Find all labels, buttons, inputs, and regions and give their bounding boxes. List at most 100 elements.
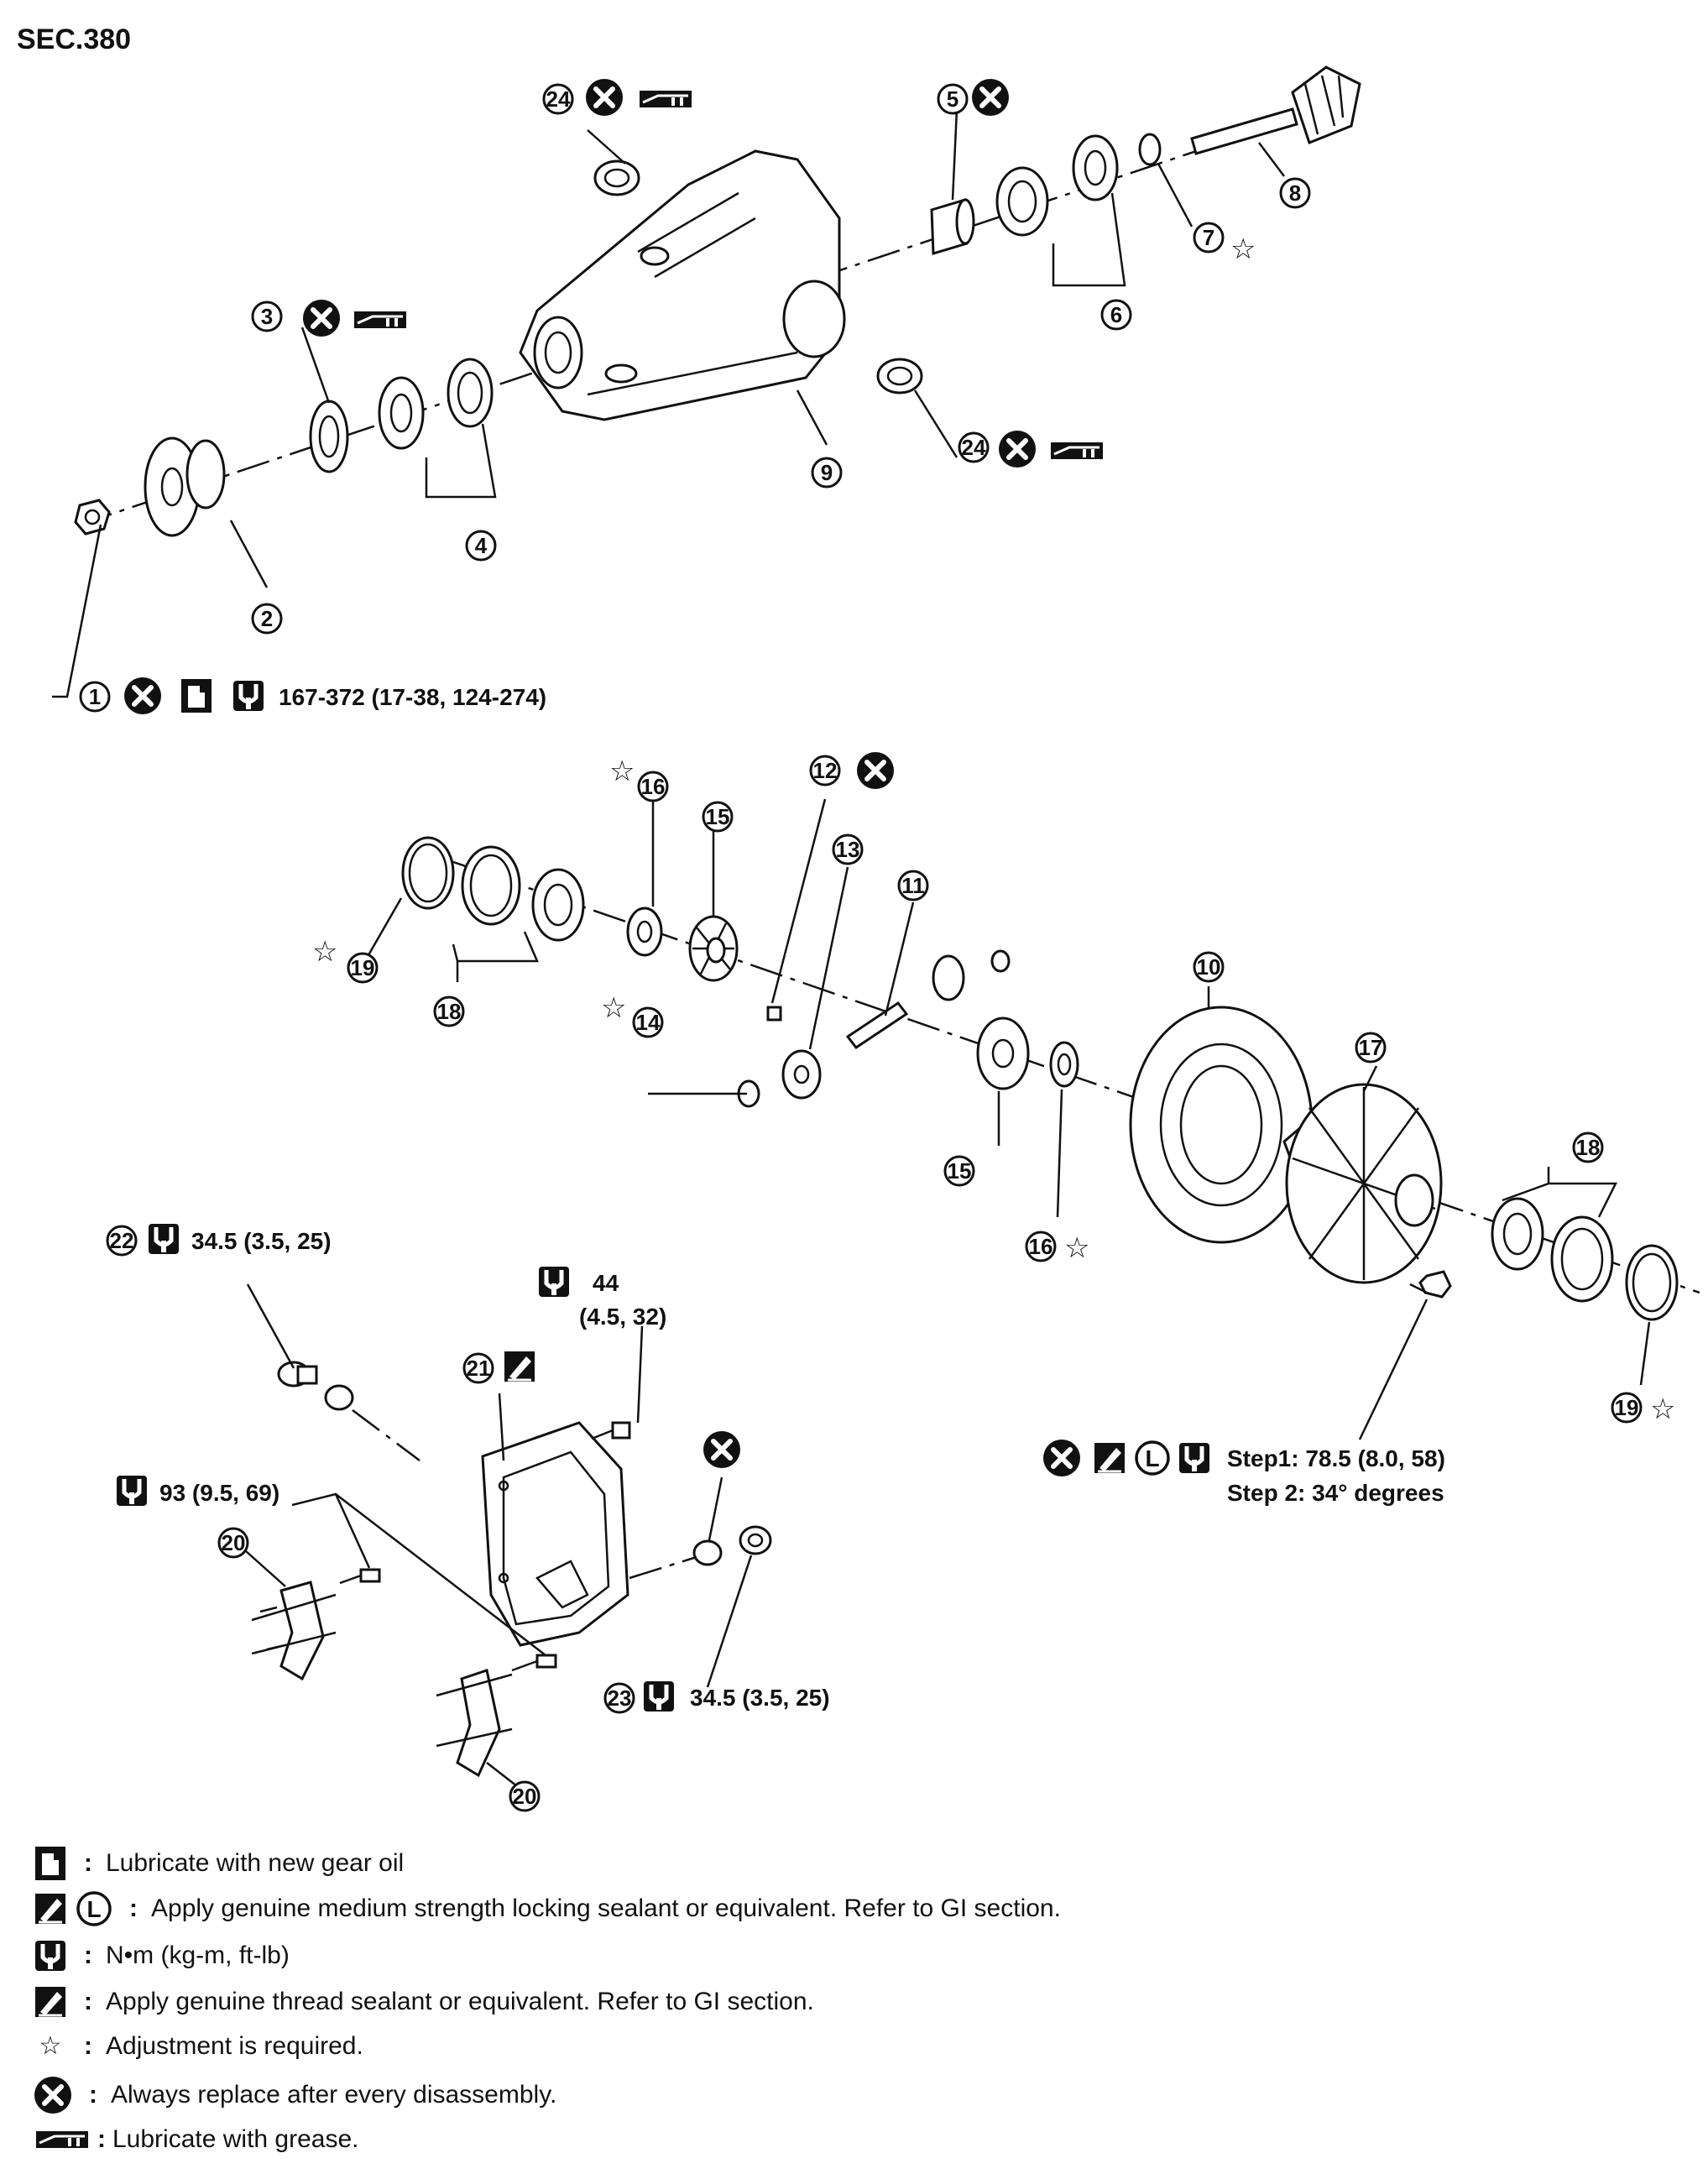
adjustment-star-icon: ☆ xyxy=(39,2031,62,2061)
svg-text:24: 24 xyxy=(546,86,571,112)
torque-wrench-icon xyxy=(644,1681,674,1712)
callout-1: 1 xyxy=(79,681,111,713)
part-thrust-washer-right xyxy=(1049,1041,1079,1088)
differential-assembly: 19 18 16 15 12 13 11 14 10 17 18 15 16 1… xyxy=(312,752,1700,1506)
svg-text:10: 10 xyxy=(1197,954,1221,980)
callout-22: 22 xyxy=(106,1225,138,1257)
part-bearing-cap-right xyxy=(436,1669,513,1778)
callout-11: 11 xyxy=(897,870,929,901)
legend-thread-sealant: : Apply genuine thread sealant or equiva… xyxy=(34,1985,814,2019)
callout-16-left: 16 xyxy=(637,771,669,802)
replace-icon xyxy=(857,752,894,789)
callout-24-lower: 24 xyxy=(958,431,990,463)
part-pinion-nut xyxy=(74,499,111,536)
callout-4: 4 xyxy=(465,530,497,562)
grease-icon xyxy=(638,89,693,109)
callout-17: 17 xyxy=(1355,1032,1387,1063)
replace-icon xyxy=(1043,1440,1080,1476)
locking-L-icon xyxy=(1135,1440,1170,1476)
torque-wrench-icon xyxy=(149,1224,179,1254)
gear-oil-icon xyxy=(34,1847,67,1880)
callout-18-right: 18 xyxy=(1572,1131,1604,1163)
legend-locking-sealant-text: Apply genuine medium strength locking se… xyxy=(151,1894,1061,1922)
adjustment-star-icon: ☆ xyxy=(601,991,626,1025)
adjustment-star-icon: ☆ xyxy=(609,755,635,788)
svg-text:2: 2 xyxy=(261,606,273,631)
adjustment-star-icon: ☆ xyxy=(1064,1231,1089,1265)
torque-spec-cover-bolt-nm: 44 xyxy=(593,1270,619,1296)
callout-6: 6 xyxy=(1100,299,1132,331)
callout-21: 21 xyxy=(462,1352,494,1384)
legend-gear-oil: : Lubricate with new gear oil xyxy=(34,1847,404,1880)
torque-wrench-icon xyxy=(34,1939,67,1973)
part-side-bearing-shim-right xyxy=(1625,1244,1679,1321)
replace-icon xyxy=(999,431,1036,468)
torque-step1: Step1: 78.5 (8.0, 58) xyxy=(1227,1445,1445,1471)
callout-16-right: 16 xyxy=(1025,1231,1057,1262)
part-side-gear-right xyxy=(976,1016,1030,1090)
part-differential-case xyxy=(1282,1083,1443,1284)
callout-14: 14 xyxy=(632,1006,664,1038)
svg-text:22: 22 xyxy=(110,1228,134,1253)
sealant-icon xyxy=(34,1892,67,1926)
replace-icon xyxy=(124,677,161,714)
upper-assembly: 1 2 3 4 5 6 7 8 9 24 24 ☆ 167-372 (17-38… xyxy=(52,65,1361,714)
replace-icon xyxy=(586,79,623,116)
part-drive-gear xyxy=(1129,1006,1314,1244)
svg-text:7: 7 xyxy=(1203,225,1214,250)
legend-grease: : Lubricate with grease. xyxy=(34,2125,359,2154)
torque-spec-cover-bolt-units: (4.5, 32) xyxy=(579,1304,666,1330)
callout-24-upper: 24 xyxy=(542,83,574,115)
legend-adjustment-text: Adjustment is required. xyxy=(106,2031,363,2060)
callout-8: 8 xyxy=(1279,177,1311,209)
callout-5: 5 xyxy=(937,83,969,115)
part-side-bearing-shim-left xyxy=(401,836,455,910)
svg-text:3: 3 xyxy=(261,304,273,329)
callout-15-right: 15 xyxy=(943,1155,975,1187)
callout-13: 13 xyxy=(832,834,864,865)
callout-19-right: 19 xyxy=(1611,1392,1643,1424)
svg-text:13: 13 xyxy=(836,837,860,862)
svg-text:20: 20 xyxy=(513,1784,537,1809)
svg-text:18: 18 xyxy=(1576,1135,1601,1160)
svg-text:11: 11 xyxy=(901,873,925,898)
part-gear-carrier xyxy=(519,149,846,421)
adjustment-star-icon: ☆ xyxy=(1230,233,1256,266)
section-title: SEC.380 xyxy=(17,24,131,55)
part-rear-cover xyxy=(481,1421,629,1647)
torque-wrench-icon xyxy=(117,1476,147,1506)
part-pinion-mate-shaft xyxy=(845,1001,909,1050)
legend-replace: : Always replace after every disassembly… xyxy=(34,2076,556,2114)
part-collapsible-spacer xyxy=(930,198,975,255)
gear-oil-icon xyxy=(181,679,212,713)
svg-text:15: 15 xyxy=(948,1158,972,1184)
legend-adjustment: ☆ : Adjustment is required. xyxy=(34,2031,363,2061)
callout-12: 12 xyxy=(809,755,841,787)
callout-7: 7 xyxy=(1193,222,1225,253)
callout-15-left: 15 xyxy=(702,801,734,833)
part-side-oil-seal-upper xyxy=(593,159,640,196)
legend-locking-sealant: : Apply genuine medium strength locking … xyxy=(34,1890,1061,1927)
svg-text:4: 4 xyxy=(475,533,488,558)
replace-icon xyxy=(703,1431,740,1468)
callout-10: 10 xyxy=(1193,951,1225,983)
legend-gear-oil-text: Lubricate with new gear oil xyxy=(106,1849,405,1877)
sealant-icon xyxy=(34,1985,67,2019)
svg-text:8: 8 xyxy=(1289,180,1301,206)
grease-icon xyxy=(1049,441,1105,461)
part-cover-bolt xyxy=(591,1421,631,1440)
callout-2: 2 xyxy=(251,603,283,635)
callout-18-left: 18 xyxy=(433,996,465,1027)
grease-icon xyxy=(34,2129,89,2150)
legend-replace-text: Always replace after every disassembly. xyxy=(111,2081,557,2109)
svg-text:9: 9 xyxy=(821,460,833,485)
part-front-pinion-bearing xyxy=(378,358,494,450)
callout-9: 9 xyxy=(811,457,843,489)
replace-icon xyxy=(303,300,340,337)
callout-23: 23 xyxy=(603,1682,635,1714)
part-pinion-mate-gear-left xyxy=(781,1049,822,1100)
sealant-icon xyxy=(1093,1441,1126,1475)
legend-torque-units: : N•m (kg-m, ft-lb) xyxy=(34,1939,290,1973)
part-filler-plug xyxy=(277,1361,354,1411)
